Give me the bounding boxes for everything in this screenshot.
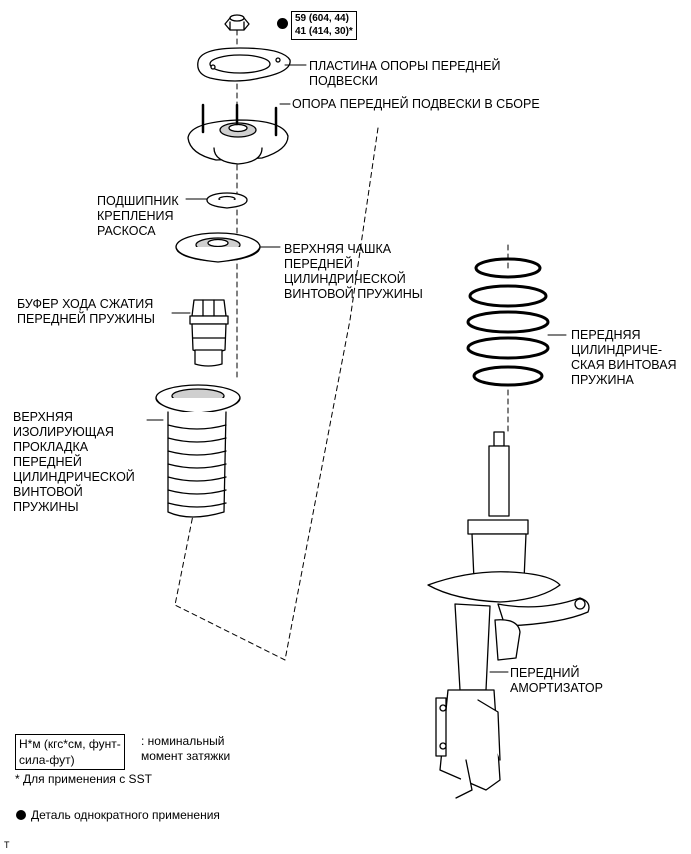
- legend-sst-note: * Для применения с SST: [15, 772, 152, 786]
- legend-dot-icon: [16, 810, 26, 820]
- legend-unit-description: : номинальный момент затяжки: [141, 734, 231, 763]
- label-upper-seat: ВЕРХНЯЯ ЧАШКА ПЕРЕДНЕЙ ЦИЛИНДРИЧЕСКОЙ ВИ…: [284, 242, 423, 301]
- label-bearing: ПОДШИПНИК КРЕПЛЕНИЯ РАСКОСА: [97, 194, 179, 238]
- torque-spec-box: 59 (604, 44) 41 (414, 30)*: [291, 11, 357, 40]
- corner-mark: T: [4, 840, 10, 850]
- torque-value-2: 41 (414, 30)*: [295, 25, 353, 37]
- support-assembly-icon: [187, 103, 289, 165]
- label-shock-absorber: ПЕРЕДНИЙ АМОРТИЗАТОР: [510, 666, 603, 695]
- mount-plate-icon: [197, 47, 291, 82]
- insulator-boot-icon: [155, 384, 241, 518]
- label-coil-spring: ПЕРЕДНЯЯ ЦИЛИНДРИЧЕ- СКАЯ ВИНТОВАЯ ПРУЖИ…: [571, 328, 677, 387]
- label-mount-assembly: ОПОРА ПЕРЕДНЕЙ ПОДВЕСКИ В СБОРЕ: [292, 97, 540, 111]
- bearing-icon: [206, 192, 248, 209]
- shock-absorber-icon: [427, 431, 590, 799]
- one-time-use-dot-icon: [277, 18, 288, 29]
- legend-one-time-use: Деталь однократного применения: [31, 808, 220, 822]
- torque-value-1: 59 (604, 44): [295, 13, 349, 24]
- label-mount-plate: ПЛАСТИНА ОПОРЫ ПЕРЕДНЕЙ ПОДВЕСКИ: [309, 59, 501, 88]
- coil-spring-icon: [466, 257, 550, 387]
- label-insulator: ВЕРХНЯЯ ИЗОЛИРУЮЩАЯ ПРОКЛАДКА ПЕРЕДНЕЙ Ц…: [13, 410, 135, 514]
- nut-icon: [224, 14, 250, 31]
- leader-lines: [146, 64, 567, 673]
- legend-unit-box: Н*м (кгс*см, фунт- сила-фут): [15, 734, 125, 770]
- label-bump-stopper: БУФЕР ХОДА СЖАТИЯ ПЕРЕДНЕЙ ПРУЖИНЫ: [17, 297, 155, 326]
- bump-stopper-icon: [189, 299, 229, 367]
- upper-seat-icon: [175, 232, 261, 263]
